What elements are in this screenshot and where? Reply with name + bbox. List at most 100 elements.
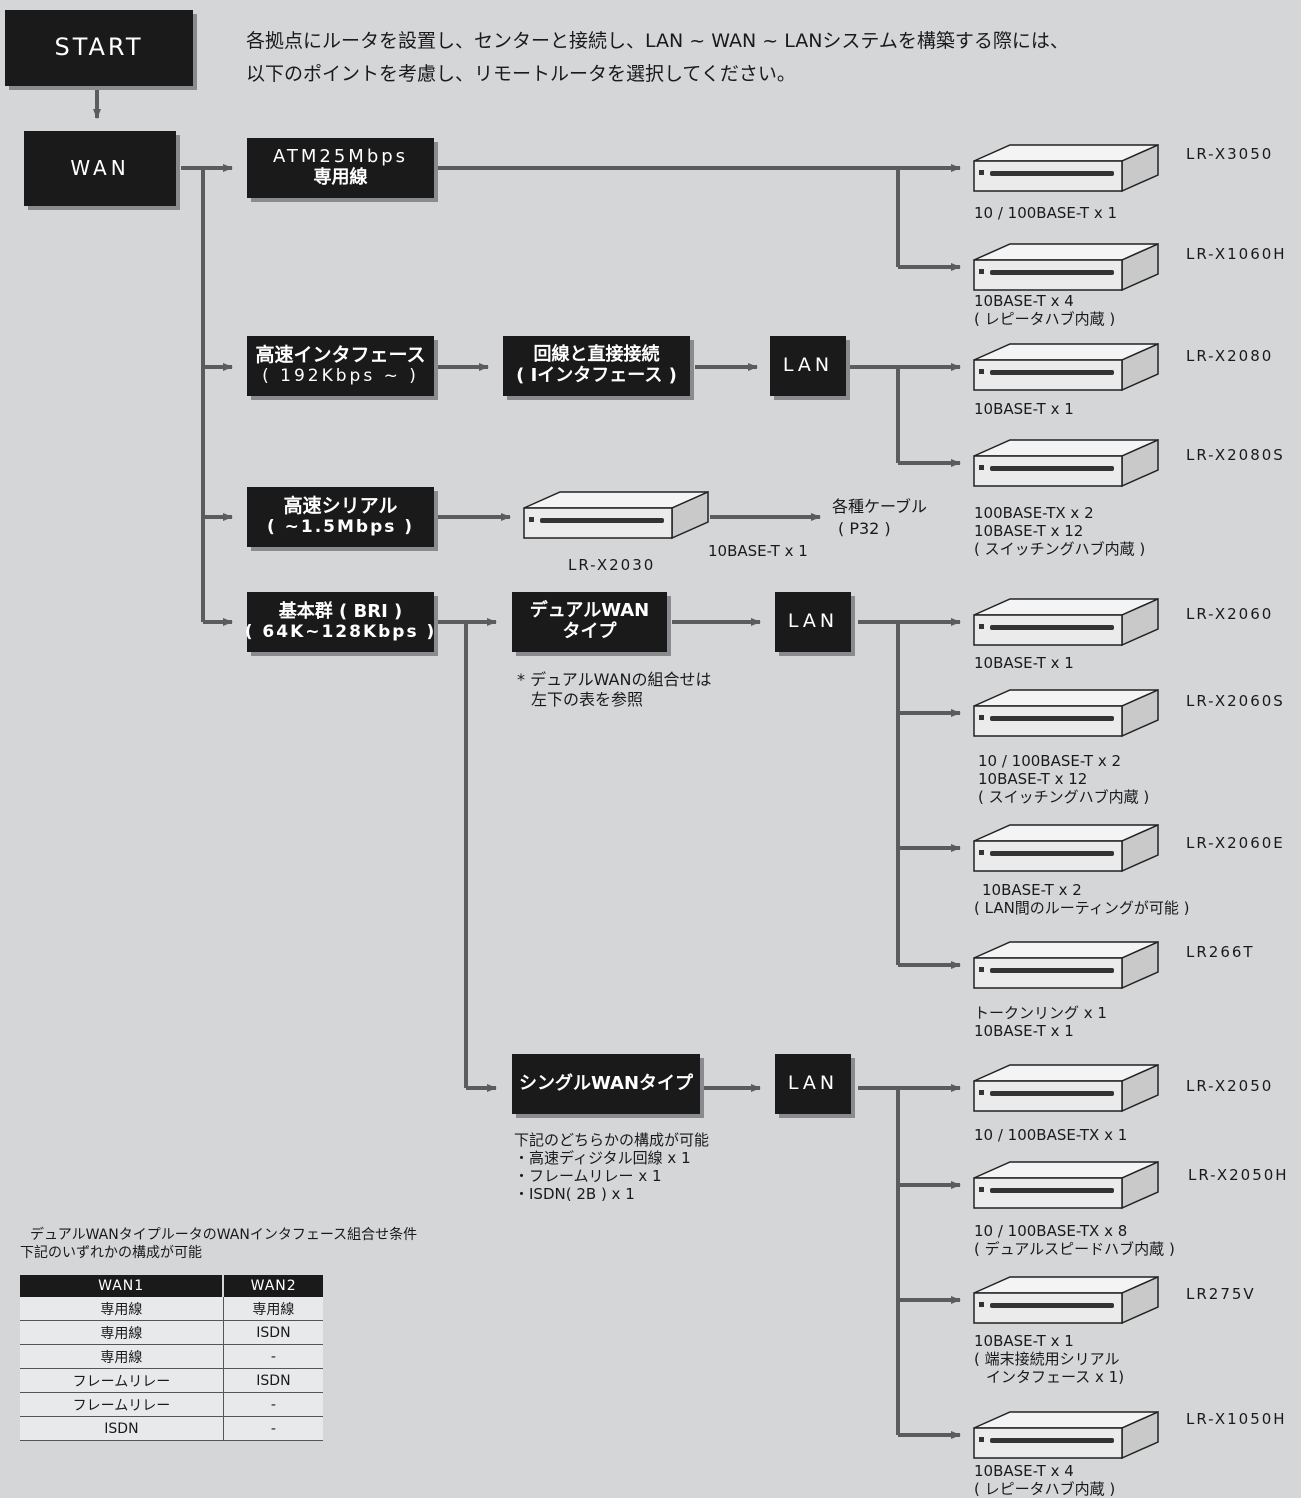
router-spec: 10BASE-T x 1 ( 端末接続用シリアル インタフェース x 1) bbox=[974, 1332, 1124, 1386]
router-spec: 10 / 100BASE-TX x 1 bbox=[974, 1126, 1127, 1144]
note-line: * デュアルWANの組合せは bbox=[517, 670, 712, 689]
table-cell: 専用線 bbox=[20, 1320, 224, 1345]
note-line: 下記のどちらかの構成が可能 bbox=[514, 1131, 710, 1149]
router-image-lr-x2050h bbox=[973, 1161, 1159, 1209]
router-image-lr-x1060h bbox=[973, 243, 1159, 291]
dual-label-1: デュアルWAN bbox=[529, 600, 650, 622]
cable-line: ( P32 ) bbox=[838, 519, 891, 538]
start-label: START bbox=[54, 33, 144, 62]
spec-line: ( レピータハブ内蔵 ) bbox=[974, 310, 1116, 328]
atm-box: ATM25Mbps 専用線 bbox=[247, 138, 434, 198]
router-spec: 10 / 100BASE-T x 2 10BASE-T x 12 ( スイッチン… bbox=[978, 752, 1149, 806]
direct-connect-box: 回線と直接接続 ( Iインタフェース ) bbox=[503, 336, 690, 396]
table-row: 専用線- bbox=[20, 1344, 323, 1369]
direct-label-1: 回線と直接接続 bbox=[533, 344, 660, 366]
lan-label: LAN bbox=[782, 354, 834, 377]
router-image-lr266t bbox=[973, 941, 1159, 989]
spec-line: トークンリング x 1 bbox=[974, 1004, 1107, 1022]
note-line: ・フレームリレー x 1 bbox=[514, 1167, 662, 1185]
note-line: ・ISDN( 2B ) x 1 bbox=[514, 1185, 635, 1203]
table-cell: - bbox=[223, 1416, 323, 1441]
table-cell: フレームリレー bbox=[20, 1392, 224, 1417]
router-image-lr-x2030 bbox=[523, 491, 709, 539]
router-image-lr-x2080 bbox=[973, 343, 1159, 391]
spec-line: 10 / 100BASE-T x 2 bbox=[978, 752, 1122, 770]
model-name: LR-X2080 bbox=[1186, 347, 1274, 365]
router-image-lr-x2060 bbox=[973, 598, 1159, 646]
router-spec: 10BASE-T x 4 ( レピータハブ内蔵 ) bbox=[974, 292, 1115, 328]
dual-label-2: タイプ bbox=[562, 621, 617, 642]
spec-line: 10 / 100BASE-T x 1 bbox=[974, 204, 1118, 222]
direct-label-2: ( Iインタフェース ) bbox=[516, 365, 677, 386]
combo-caption: デュアルWANタイプルータのWANインタフェース組合せ条件 下記のいずれかの構成… bbox=[20, 1226, 417, 1262]
atm-label-2: 専用線 bbox=[313, 167, 368, 188]
serial-box: 高速シリアル ( ~1.5Mbps ) bbox=[247, 487, 434, 547]
router-image-lr-x2060s bbox=[973, 689, 1159, 737]
router-spec: 10BASE-T x 1 bbox=[974, 400, 1074, 418]
intro-line-1: 各拠点にルータを設置し、センターと接続し、LAN ~ WAN ~ LANシステム… bbox=[246, 30, 1069, 52]
spec-line: インタフェース x 1) bbox=[986, 1368, 1125, 1386]
table-cell: ISDN bbox=[223, 1320, 323, 1345]
spec-line: 10BASE-T x 12 bbox=[974, 522, 1084, 540]
start-box: START bbox=[5, 10, 193, 86]
wan-box: WAN bbox=[24, 131, 176, 206]
spec-line: 10BASE-T x 4 bbox=[974, 292, 1074, 310]
spec-line: ( LAN間のルーティングが可能 ) bbox=[974, 899, 1190, 917]
intro-text: 各拠点にルータを設置し、センターと接続し、LAN ~ WAN ~ LANシステム… bbox=[246, 25, 1069, 91]
serial-label-1: 高速シリアル bbox=[283, 495, 398, 518]
spec-line: 10BASE-T x 2 bbox=[982, 881, 1082, 899]
model-name: LR-X2050 bbox=[1186, 1077, 1274, 1095]
table-row: フレームリレー- bbox=[20, 1392, 323, 1417]
spec-line: ( レピータハブ内蔵 ) bbox=[974, 1480, 1116, 1498]
model-name: LR-X3050 bbox=[1186, 145, 1274, 163]
bri-label-2: ( 64K~128Kbps ) bbox=[244, 621, 437, 642]
lan-box-dual: LAN bbox=[775, 592, 851, 652]
caption-line: 下記のいずれかの構成が可能 bbox=[20, 1245, 202, 1261]
table-cell: - bbox=[223, 1344, 323, 1369]
router-spec: 10BASE-T x 2 ( LAN間のルーティングが可能 ) bbox=[974, 881, 1190, 917]
router-image-lr275v bbox=[973, 1276, 1159, 1324]
spec-line: ( スイッチングハブ内蔵 ) bbox=[978, 788, 1150, 806]
router-image-lr-x2080s bbox=[973, 439, 1159, 487]
spec-line: 10 / 100BASE-TX x 8 bbox=[974, 1222, 1128, 1240]
table-row: 専用線専用線 bbox=[20, 1297, 323, 1321]
spec-line: 10BASE-T x 1 bbox=[974, 1022, 1074, 1040]
atm-label-1: ATM25Mbps bbox=[272, 146, 409, 168]
table-cell: 専用線 bbox=[223, 1297, 323, 1321]
note-line: 左下の表を参照 bbox=[531, 690, 644, 709]
router-spec: 10BASE-T x 4 ( レピータハブ内蔵 ) bbox=[974, 1462, 1115, 1498]
model-name: LR266T bbox=[1186, 943, 1255, 961]
table-cell: ISDN bbox=[223, 1368, 323, 1393]
bri-box: 基本群 ( BRI ) ( 64K~128Kbps ) bbox=[244, 592, 437, 652]
dual-wan-box: デュアルWAN タイプ bbox=[512, 592, 667, 652]
lan-label: LAN bbox=[787, 1072, 839, 1095]
cable-line: 各種ケーブル bbox=[832, 497, 928, 516]
model-name: LR-X1060H bbox=[1186, 245, 1287, 263]
column-header: WAN2 bbox=[223, 1275, 323, 1297]
spec-line: 10BASE-T x 1 bbox=[974, 654, 1074, 672]
spec-line: ( スイッチングハブ内蔵 ) bbox=[974, 540, 1146, 558]
router-spec: 10BASE-T x 1 bbox=[974, 654, 1074, 672]
intro-line-2: 以下のポイントを考慮し、リモートルータを選択してください。 bbox=[246, 63, 796, 85]
spec-line: 10BASE-T x 12 bbox=[978, 770, 1088, 788]
model-name: LR275V bbox=[1186, 1285, 1256, 1303]
single-label: シングルWANタイプ bbox=[518, 1072, 694, 1094]
table-row: ISDN- bbox=[20, 1416, 323, 1441]
spec-line: 10 / 100BASE-TX x 1 bbox=[974, 1126, 1128, 1144]
dual-wan-note: * デュアルWANの組合せは 左下の表を参照 bbox=[517, 670, 711, 710]
router-spec: トークンリング x 1 10BASE-T x 1 bbox=[974, 1004, 1107, 1040]
table-cell: 専用線 bbox=[20, 1297, 224, 1321]
bri-label-1: 基本群 ( BRI ) bbox=[278, 600, 403, 622]
single-wan-box: シングルWANタイプ bbox=[512, 1054, 700, 1114]
router-image-lr-x2060e bbox=[973, 824, 1159, 872]
spec-line: ( デュアルスピードハブ内蔵 ) bbox=[974, 1240, 1175, 1258]
note-line: ・高速ディジタル回線 x 1 bbox=[514, 1149, 691, 1167]
lan-box-single: LAN bbox=[775, 1054, 851, 1114]
router-spec: 10 / 100BASE-TX x 8 ( デュアルスピードハブ内蔵 ) bbox=[974, 1222, 1175, 1258]
spec-line: 10BASE-T x 4 bbox=[974, 1462, 1074, 1480]
column-header: WAN1 bbox=[20, 1275, 225, 1297]
lan-box-highspeed: LAN bbox=[770, 336, 846, 396]
